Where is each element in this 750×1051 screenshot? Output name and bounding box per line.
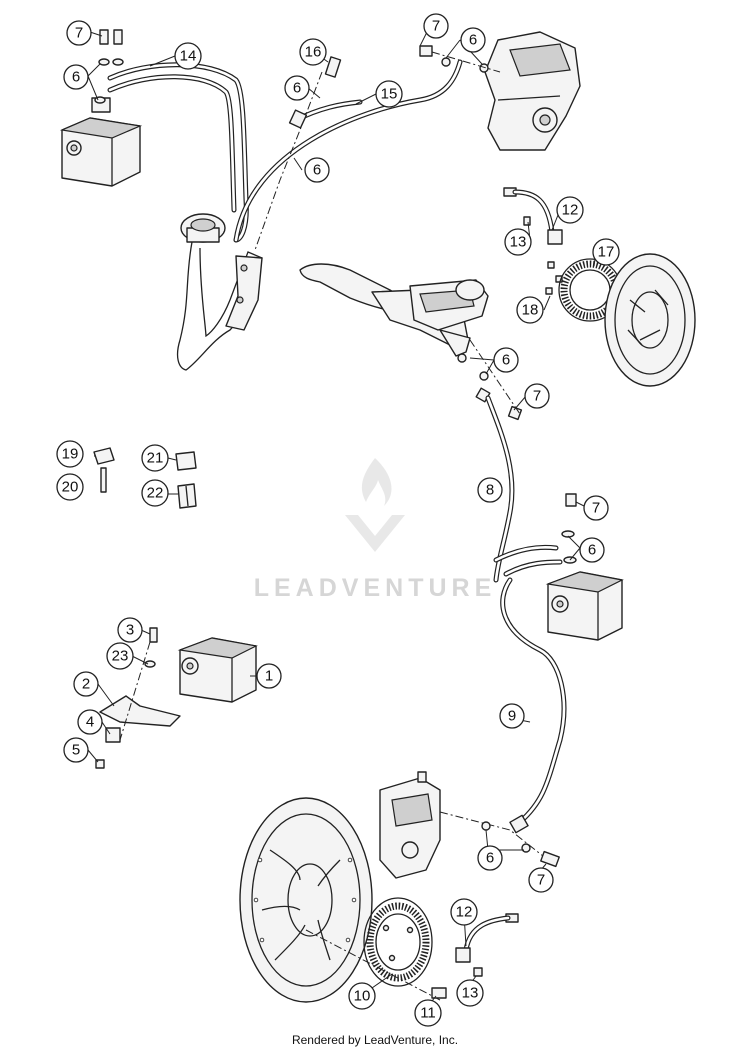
speed-sensor-front <box>455 913 519 977</box>
svg-text:6: 6 <box>72 69 80 86</box>
callout-19: 19 <box>56 440 84 468</box>
abs-unit-top <box>59 29 143 187</box>
callout-20: 20 <box>56 473 84 501</box>
callout-13: 13 <box>456 979 484 1007</box>
callout-12: 12 <box>450 898 478 926</box>
callout-7: 7 <box>423 13 449 39</box>
svg-text:8: 8 <box>486 482 494 499</box>
svg-text:6: 6 <box>502 352 510 369</box>
callout-17: 17 <box>592 238 620 266</box>
svg-text:18: 18 <box>522 302 539 319</box>
callout-15: 15 <box>375 80 403 108</box>
clip-22 <box>177 483 197 509</box>
watermark-text: LEADVENTURE <box>253 574 497 602</box>
callout-6: 6 <box>579 537 605 563</box>
svg-text:6: 6 <box>486 850 494 867</box>
svg-text:7: 7 <box>537 872 545 889</box>
watermark-logo <box>345 458 405 552</box>
callout-22: 22 <box>141 479 169 507</box>
brake-line-8 <box>485 395 563 583</box>
callout-6: 6 <box>284 75 310 101</box>
callout-5: 5 <box>63 737 89 763</box>
callout-16: 16 <box>299 38 327 66</box>
svg-text:6: 6 <box>469 32 477 49</box>
svg-text:23: 23 <box>112 648 129 665</box>
svg-text:15: 15 <box>381 86 398 103</box>
callout-3: 3 <box>117 617 143 643</box>
svg-text:6: 6 <box>293 80 301 97</box>
svg-text:22: 22 <box>147 485 164 502</box>
svg-text:7: 7 <box>592 500 600 517</box>
svg-text:13: 13 <box>462 985 479 1002</box>
svg-text:6: 6 <box>588 542 596 559</box>
callout-6: 6 <box>63 64 89 90</box>
abs-unit-mid <box>545 493 624 641</box>
clip-19 <box>93 447 115 493</box>
svg-text:4: 4 <box>86 714 94 731</box>
svg-text:5: 5 <box>72 742 80 759</box>
svg-text:1: 1 <box>265 668 273 685</box>
brake-line-9 <box>500 577 567 825</box>
callout-7: 7 <box>583 495 609 521</box>
footer-credit: Rendered by LeadVenture, Inc. <box>291 1033 459 1047</box>
svg-text:7: 7 <box>432 18 440 35</box>
svg-text:7: 7 <box>533 388 541 405</box>
callout-7: 7 <box>66 20 92 46</box>
front-brake-lever <box>299 263 489 357</box>
svg-text:7: 7 <box>75 25 83 42</box>
callout-1: 1 <box>256 663 282 689</box>
svg-text:6: 6 <box>313 162 321 179</box>
svg-text:19: 19 <box>62 446 79 463</box>
callout-8: 8 <box>477 477 503 503</box>
callout-7: 7 <box>524 383 550 409</box>
callout-6: 6 <box>304 157 330 183</box>
banjo-fitting-16 <box>288 56 342 129</box>
brake-line-14 <box>107 62 249 243</box>
brake-line-15 <box>233 59 463 243</box>
svg-text:3: 3 <box>126 622 134 639</box>
callout-14: 14 <box>174 42 202 70</box>
svg-text:12: 12 <box>456 904 473 921</box>
rear-brake-disc <box>604 253 696 387</box>
callout-4: 4 <box>77 709 103 735</box>
svg-text:10: 10 <box>354 988 371 1005</box>
callout-6: 6 <box>493 347 519 373</box>
abs-bracket-2 <box>95 627 181 769</box>
callout-6: 6 <box>460 27 486 53</box>
svg-text:14: 14 <box>180 48 197 65</box>
callout-12: 12 <box>556 196 584 224</box>
callout-7: 7 <box>528 867 554 893</box>
svg-text:20: 20 <box>62 479 79 496</box>
front-brake-disc <box>239 797 441 1003</box>
svg-text:12: 12 <box>562 202 579 219</box>
svg-text:11: 11 <box>420 1005 436 1022</box>
svg-text:13: 13 <box>510 234 527 251</box>
speed-sensor-rear <box>503 187 563 295</box>
callout-2: 2 <box>73 671 99 697</box>
callout-23: 23 <box>106 642 134 670</box>
front-caliper <box>379 771 560 879</box>
svg-text:21: 21 <box>147 450 164 467</box>
callout-10: 10 <box>348 982 376 1010</box>
rear-caliper <box>419 31 581 151</box>
callout-11: 11 <box>414 999 442 1027</box>
svg-text:17: 17 <box>598 244 615 261</box>
callout-9: 9 <box>499 703 525 729</box>
clip-21 <box>175 451 197 471</box>
abs-unit-bottom <box>177 637 258 703</box>
callout-18: 18 <box>516 296 544 324</box>
abs-ring-front <box>363 897 447 999</box>
svg-text:2: 2 <box>82 676 90 693</box>
svg-text:16: 16 <box>305 44 322 61</box>
callout-6: 6 <box>477 845 503 871</box>
rear-master-cylinder <box>176 213 263 371</box>
svg-text:9: 9 <box>508 708 516 725</box>
callout-13: 13 <box>504 228 532 256</box>
callout-21: 21 <box>141 444 169 472</box>
